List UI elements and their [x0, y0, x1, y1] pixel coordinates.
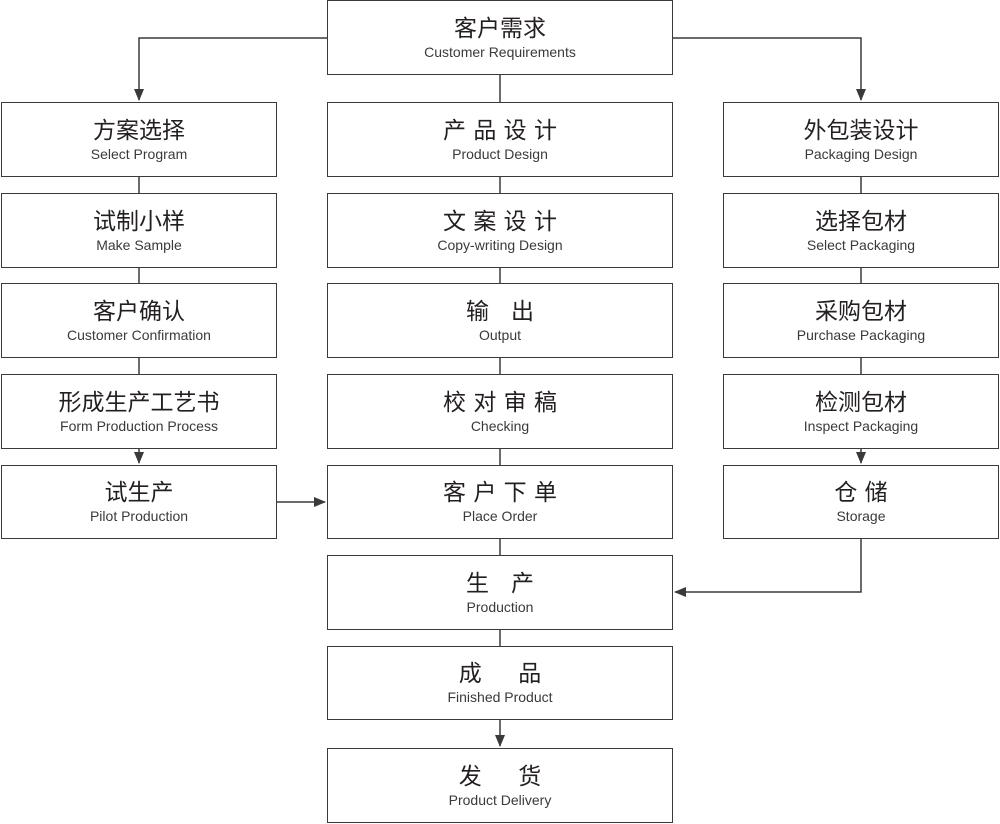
- node-title-en: Production: [466, 598, 534, 615]
- node-title-zh: 成 品: [458, 661, 542, 687]
- node-title-zh: 产 品 设 计: [443, 117, 557, 144]
- node-title-zh: 采购包材: [815, 298, 907, 325]
- node-title-zh: 输 出: [466, 298, 534, 325]
- node-product-delivery: 发 货 Product Delivery: [327, 748, 673, 823]
- node-title-en: Product Design: [452, 145, 548, 162]
- node-title-en: Customer Confirmation: [67, 326, 211, 343]
- node-title-zh: 方案选择: [93, 117, 185, 144]
- node-pilot-production: 试生产 Pilot Production: [1, 465, 277, 539]
- node-customer-confirmation: 客户确认 Customer Confirmation: [1, 283, 277, 358]
- node-form-production-process: 形成生产工艺书 Form Production Process: [1, 374, 277, 449]
- node-title-en: Storage: [836, 508, 886, 524]
- node-customer-requirements: 客户需求 Customer Requirements: [327, 0, 673, 75]
- node-checking: 校 对 审 稿 Checking: [327, 374, 673, 449]
- node-title-en: Select Program: [90, 145, 188, 162]
- node-title-zh: 客 户 下 单: [443, 480, 557, 506]
- node-storage: 仓 储 Storage: [723, 465, 999, 539]
- node-title-en: Finished Product: [447, 689, 553, 705]
- arrow-storage-to-production: [674, 539, 862, 597]
- node-title-zh: 外包装设计: [803, 117, 919, 144]
- arrow-requirements-to-select-program: [134, 37, 327, 101]
- node-title-en: Select Packaging: [806, 236, 916, 253]
- node-title-zh: 仓 储: [834, 480, 888, 506]
- node-title-en: Inspect Packaging: [803, 417, 919, 434]
- node-make-sample: 试制小样 Make Sample: [1, 193, 277, 268]
- node-finished-product: 成 品 Finished Product: [327, 646, 673, 720]
- node-select-program: 方案选择 Select Program: [1, 102, 277, 177]
- node-title-zh: 客户需求: [454, 15, 546, 42]
- node-title-en: Output: [478, 326, 522, 343]
- node-title-en: Packaging Design: [804, 145, 918, 162]
- node-copywriting-design: 文 案 设 计 Copy-writing Design: [327, 193, 673, 268]
- node-title-en: Checking: [470, 417, 530, 434]
- arrow-requirements-to-packaging-design: [673, 37, 866, 101]
- node-title-en: Copy-writing Design: [437, 236, 563, 253]
- node-output: 输 出 Output: [327, 283, 673, 358]
- node-title-zh: 生 产: [466, 570, 534, 597]
- node-title-en: Pilot Production: [89, 508, 189, 524]
- node-title-en: Form Production Process: [60, 417, 218, 434]
- node-title-zh: 试生产: [104, 480, 174, 506]
- node-inspect-packaging: 检测包材 Inspect Packaging: [723, 374, 999, 449]
- node-title-zh: 客户确认: [93, 298, 185, 325]
- node-production: 生 产 Production: [327, 555, 673, 630]
- node-packaging-design: 外包装设计 Packaging Design: [723, 102, 999, 177]
- node-title-en: Customer Requirements: [424, 43, 576, 60]
- node-title-en: Purchase Packaging: [796, 326, 926, 343]
- node-place-order: 客 户 下 单 Place Order: [327, 465, 673, 539]
- node-title-zh: 检测包材: [815, 389, 907, 416]
- node-title-zh: 选择包材: [815, 208, 907, 235]
- node-title-zh: 试制小样: [93, 208, 185, 235]
- node-title-zh: 形成生产工艺书: [58, 389, 220, 416]
- node-title-en: Place Order: [462, 508, 538, 524]
- node-title-en: Make Sample: [96, 236, 182, 253]
- node-title-zh: 发 货: [458, 763, 542, 790]
- node-select-packaging: 选择包材 Select Packaging: [723, 193, 999, 268]
- node-title-zh: 校 对 审 稿: [443, 389, 557, 416]
- node-purchase-packaging: 采购包材 Purchase Packaging: [723, 283, 999, 358]
- node-title-en: Product Delivery: [448, 791, 552, 808]
- node-title-zh: 文 案 设 计: [443, 208, 557, 235]
- node-product-design: 产 品 设 计 Product Design: [327, 102, 673, 177]
